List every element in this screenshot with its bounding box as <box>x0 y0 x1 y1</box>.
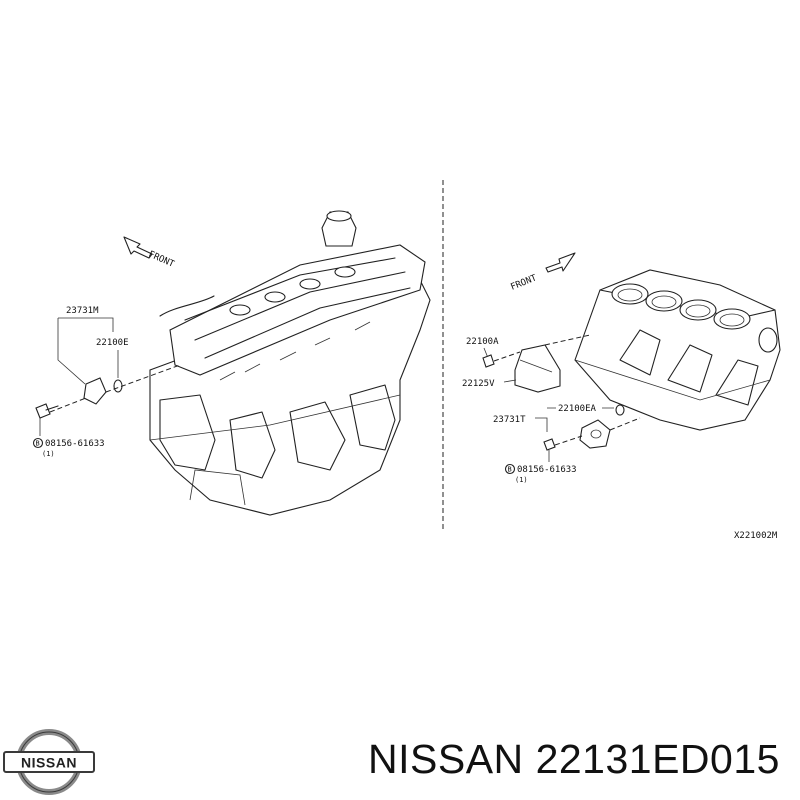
part-label-23731t: 23731T <box>493 415 526 425</box>
caption-part-number: 22131ED015 <box>535 736 780 782</box>
right-callouts: 22100A 22125V 23731T 22100EA B <box>462 334 641 484</box>
front-arrow-left: FRONT <box>123 236 176 270</box>
part-label-22100ea: 22100EA <box>558 404 597 414</box>
right-block-view: FRONT 22100A <box>462 252 781 484</box>
bolt-code-left: 08156-61633 <box>45 439 105 449</box>
part-label-23731m: 23731M <box>66 306 99 316</box>
logo-text: NISSAN <box>21 755 77 771</box>
left-engine-view: FRONT <box>32 210 431 516</box>
diagram-code: X221002M <box>734 531 778 541</box>
bolt-qty-left: (1) <box>42 450 55 458</box>
caption-brand: NISSAN <box>368 736 524 782</box>
front-label-right: FRONT <box>509 273 538 293</box>
cylinder-block-drawing <box>574 269 781 431</box>
bolt-qty-right: (1) <box>515 476 528 484</box>
front-label-left: FRONT <box>147 250 176 270</box>
engine-assembly-drawing <box>149 210 431 516</box>
part-caption: NISSAN 22131ED015 <box>368 736 780 783</box>
part-label-22100a: 22100A <box>466 337 499 347</box>
left-callouts: 23731M 22100E B 08156-61633 (1) <box>32 306 181 458</box>
part-label-22100e: 22100E <box>96 338 129 348</box>
bolt-code-right: 08156-61633 <box>517 465 577 475</box>
part-label-22125v: 22125V <box>462 379 495 389</box>
nissan-logo: NISSAN <box>3 729 95 795</box>
svg-text:B: B <box>508 466 512 474</box>
front-arrow-right: FRONT <box>509 252 576 293</box>
svg-text:B: B <box>36 440 40 448</box>
